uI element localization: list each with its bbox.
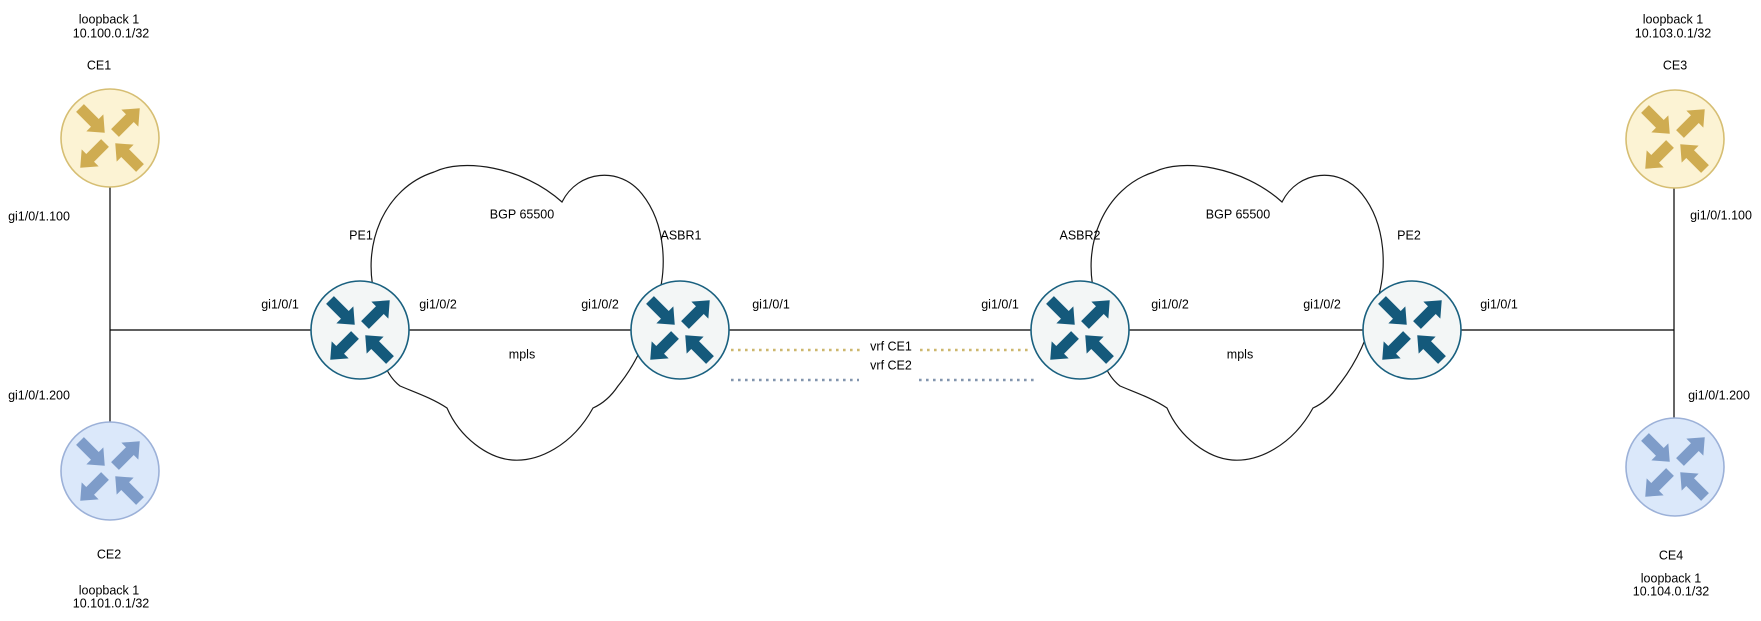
interface-label: gi1/0/2	[419, 297, 457, 311]
loopback-label: 10.101.0.1/32	[73, 596, 150, 610]
router-asbr2	[1030, 280, 1130, 380]
router-ce2	[60, 421, 160, 521]
router-arrow	[1085, 335, 1114, 364]
router-arrow	[1417, 335, 1446, 364]
router-arrow	[111, 108, 140, 137]
router-ce3	[1625, 89, 1725, 189]
cloud-label: BGP 65500	[490, 207, 554, 221]
router-arrow	[1676, 437, 1705, 466]
router-arrow	[1680, 472, 1709, 501]
router-arrows-icon	[76, 104, 144, 172]
router-circle	[1362, 280, 1462, 380]
router-arrow	[1680, 144, 1709, 173]
router-label: CE2	[97, 547, 121, 561]
router-arrow	[365, 335, 394, 364]
router-circle	[1625, 89, 1725, 189]
router-arrows-icon	[1378, 296, 1446, 364]
router-arrow	[76, 437, 105, 466]
loopback-label: loopback 1	[1641, 571, 1702, 585]
router-arrow	[1645, 468, 1674, 497]
interface-label: gi1/0/2	[581, 297, 619, 311]
router-arrows-icon	[1641, 105, 1709, 173]
router-ce4	[1625, 417, 1725, 517]
interface-label: gi1/0/1.200	[1688, 388, 1750, 402]
vrf-label: vrf CE1	[870, 339, 912, 353]
router-arrow	[76, 104, 105, 133]
router-label: CE1	[87, 58, 111, 72]
router-arrow	[361, 300, 390, 329]
router-arrows-icon	[1046, 296, 1114, 364]
router-pe1	[310, 280, 410, 380]
router-arrow	[646, 296, 675, 325]
interface-label: gi1/0/2	[1303, 297, 1341, 311]
router-arrow	[685, 335, 714, 364]
router-circle	[1030, 280, 1130, 380]
interface-label: gi1/0/1.100	[8, 209, 70, 223]
interface-label: gi1/0/1	[261, 297, 299, 311]
router-label: CE4	[1659, 548, 1683, 562]
router-pe2	[1362, 280, 1462, 380]
router-label: ASBR2	[1060, 228, 1101, 242]
router-label: PE1	[349, 228, 373, 242]
router-arrow	[1378, 296, 1407, 325]
router-ce1	[60, 88, 160, 188]
router-circle	[310, 280, 410, 380]
router-arrow	[1046, 296, 1075, 325]
interface-label: gi1/0/2	[1151, 297, 1189, 311]
loopback-label: loopback 1	[1643, 12, 1704, 26]
router-asbr1	[630, 280, 730, 380]
router-arrow	[650, 331, 679, 360]
interface-label: gi1/0/1	[981, 297, 1019, 311]
loopback-label: 10.104.0.1/32	[1633, 584, 1710, 598]
interface-label: gi1/0/1.200	[8, 388, 70, 402]
loopback-label: loopback 1	[79, 12, 140, 26]
router-arrows-icon	[76, 437, 144, 505]
router-arrow	[1382, 331, 1411, 360]
router-arrow	[330, 331, 359, 360]
vrf-label: vrf CE2	[870, 358, 912, 372]
router-arrow	[111, 441, 140, 470]
interface-label: gi1/0/1	[1480, 297, 1518, 311]
bgp-cloud-right	[1090, 164, 1384, 461]
router-arrow	[1676, 109, 1705, 138]
router-label: CE3	[1663, 58, 1687, 72]
router-arrow	[1050, 331, 1079, 360]
router-arrow	[681, 300, 710, 329]
router-arrow	[1641, 433, 1670, 462]
interface-label: gi1/0/1.100	[1690, 208, 1752, 222]
router-arrow	[115, 143, 144, 172]
cloud-sublabel: mpls	[509, 347, 535, 361]
loopback-label: loopback 1	[79, 583, 140, 597]
router-circle	[60, 421, 160, 521]
interface-label: gi1/0/1	[752, 297, 790, 311]
loopback-label: 10.103.0.1/32	[1635, 26, 1712, 40]
router-label: ASBR1	[661, 228, 702, 242]
cloud-sublabel: mpls	[1227, 347, 1253, 361]
router-arrow	[1081, 300, 1110, 329]
router-arrow	[326, 296, 355, 325]
router-arrows-icon	[1641, 433, 1709, 501]
router-label: PE2	[1397, 228, 1421, 242]
router-circle	[60, 88, 160, 188]
cloud-label: BGP 65500	[1206, 207, 1270, 221]
router-circle	[1625, 417, 1725, 517]
router-circle	[630, 280, 730, 380]
router-arrows-icon	[326, 296, 394, 364]
router-arrow	[1645, 140, 1674, 169]
router-arrow	[80, 139, 109, 168]
router-arrow	[1641, 105, 1670, 134]
loopback-label: 10.100.0.1/32	[73, 26, 150, 40]
router-arrow	[1413, 300, 1442, 329]
router-arrows-icon	[646, 296, 714, 364]
router-arrow	[80, 472, 109, 501]
router-arrow	[115, 476, 144, 505]
